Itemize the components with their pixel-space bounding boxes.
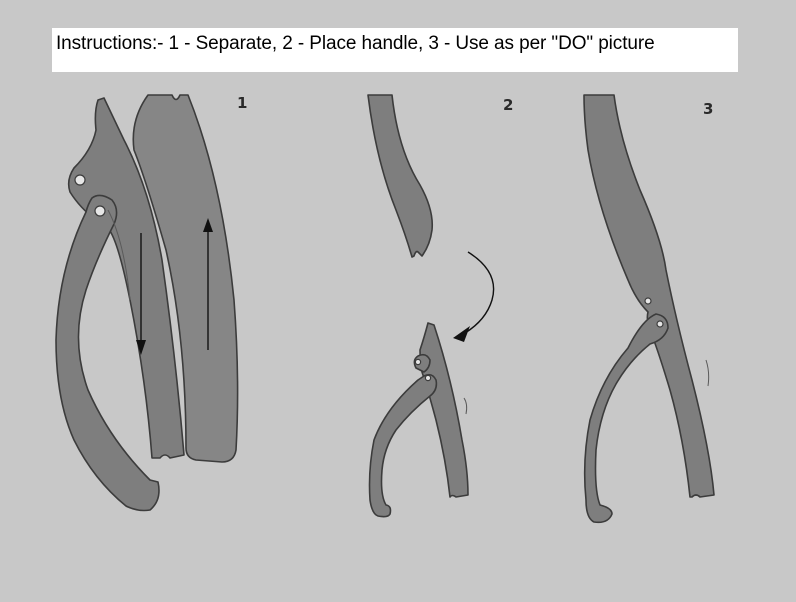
instructions-text: Instructions:- 1 - Separate, 2 - Place h…: [56, 33, 655, 54]
step-1-illustration: [55, 94, 239, 512]
pivot-hole: [644, 297, 652, 305]
pivot-hole: [74, 174, 86, 186]
assembled-blade-part: [583, 94, 715, 498]
detached-blade-part: [367, 94, 434, 258]
handle-arm-part: [67, 97, 185, 459]
step-3-label: 3: [703, 100, 714, 118]
pivot-hole: [656, 320, 664, 328]
pivot-hole: [94, 205, 106, 217]
step-2-label: 2: [503, 96, 514, 114]
lower-lever-part: [368, 373, 438, 518]
step-1-label: 1: [237, 94, 248, 112]
pivot-hole: [414, 358, 422, 366]
arrow-down-head-icon: [136, 340, 146, 355]
rotate-arrow-head-icon: [453, 326, 470, 342]
rotate-arrow-icon: [464, 251, 495, 334]
assembled-lever-part: [583, 313, 669, 524]
pivot-hole: [424, 374, 432, 382]
step-2-illustration: [367, 94, 495, 518]
blade-part: [132, 94, 239, 463]
arrow-up-head-icon: [203, 218, 213, 232]
step-3-illustration: [583, 94, 715, 524]
lower-blade-part: [419, 322, 469, 498]
lever-part: [55, 194, 160, 512]
instructions-banner: Instructions:- 1 - Separate, 2 - Place h…: [52, 28, 738, 72]
